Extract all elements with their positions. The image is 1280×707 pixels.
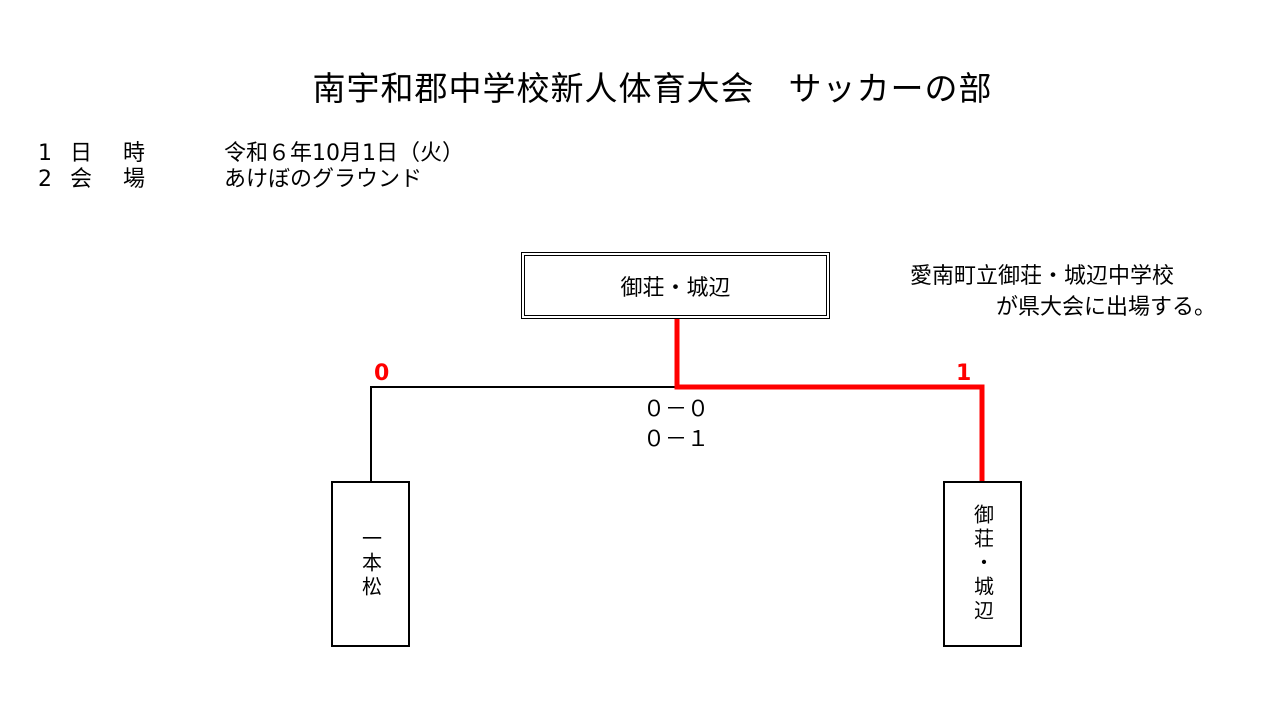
winner-box: 御荘・城辺 bbox=[521, 252, 830, 319]
bracket-line-winner bbox=[674, 319, 985, 481]
team-box-right: 御荘・城辺 bbox=[943, 481, 1022, 647]
qualification-note-line1: 愛南町立御荘・城辺中学校 bbox=[910, 264, 1175, 289]
info-number: 1 bbox=[38, 141, 52, 166]
info-value: 令和６年10月1日（火） bbox=[224, 141, 464, 166]
info-number: 2 bbox=[38, 167, 52, 192]
winner-name: 御荘・城辺 bbox=[620, 275, 731, 301]
info-label: 日 時 bbox=[70, 141, 157, 166]
page-title: 南宇和郡中学校新人体育大会 サッカーの部 bbox=[312, 69, 993, 108]
bracket-line-left bbox=[370, 386, 677, 481]
info-label: 会 場 bbox=[70, 167, 157, 192]
left-team-score: 0 bbox=[374, 361, 390, 386]
second-half-score: ０－１ bbox=[642, 427, 709, 452]
qualification-note-line2: が県大会に出場する。 bbox=[996, 295, 1217, 320]
team-box-left: 一本松 bbox=[331, 481, 410, 647]
right-team-score: 1 bbox=[956, 361, 972, 386]
first-half-score: ０－０ bbox=[642, 397, 709, 422]
info-value: あけぼのグラウンド bbox=[224, 167, 423, 192]
team-name-left: 一本松 bbox=[358, 528, 383, 600]
team-name-right: 御荘・城辺 bbox=[970, 504, 995, 624]
